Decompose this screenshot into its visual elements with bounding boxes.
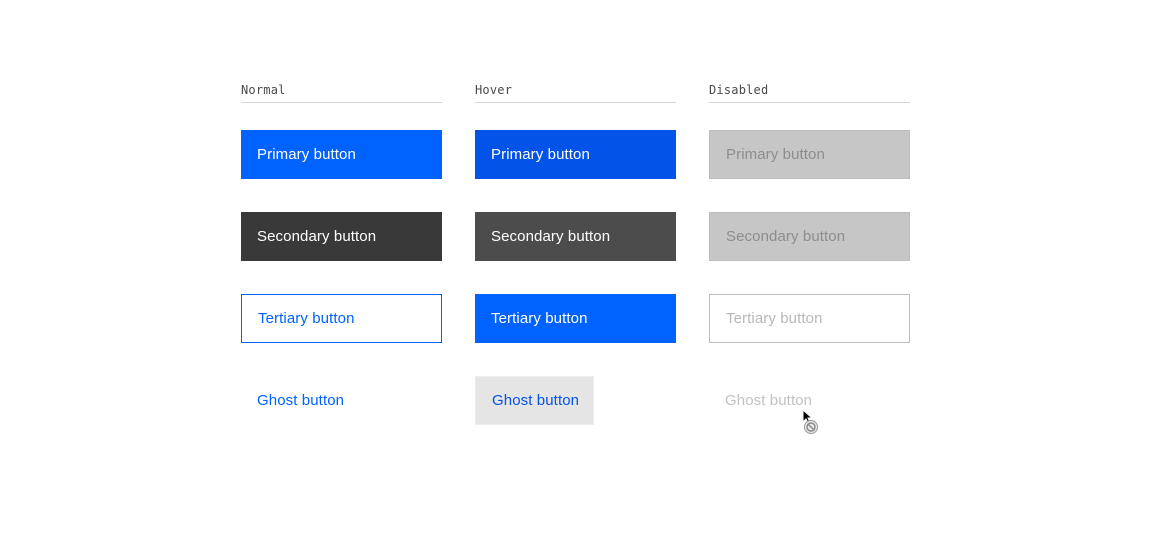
primary-button-disabled: Primary button (709, 130, 910, 179)
secondary-button-disabled: Secondary button (709, 212, 910, 261)
tertiary-button-normal[interactable]: Tertiary button (241, 294, 442, 343)
primary-button-hover[interactable]: Primary button (475, 130, 676, 179)
ghost-button-disabled: Ghost button (725, 392, 813, 409)
tertiary-button-disabled: Tertiary button (709, 294, 910, 343)
secondary-button-normal[interactable]: Secondary button (241, 212, 442, 261)
tertiary-button-hover[interactable]: Tertiary button (475, 294, 676, 343)
secondary-button-hover[interactable]: Secondary button (475, 212, 676, 261)
column-header-disabled: Disabled (709, 82, 910, 103)
ghost-button-hover[interactable]: Ghost button (475, 376, 594, 425)
not-allowed-cursor-icon (801, 408, 823, 437)
column-header-normal: Normal (241, 82, 442, 103)
primary-button-normal[interactable]: Primary button (241, 130, 442, 179)
ghost-button-normal[interactable]: Ghost button (257, 392, 345, 409)
column-header-hover: Hover (475, 82, 676, 103)
